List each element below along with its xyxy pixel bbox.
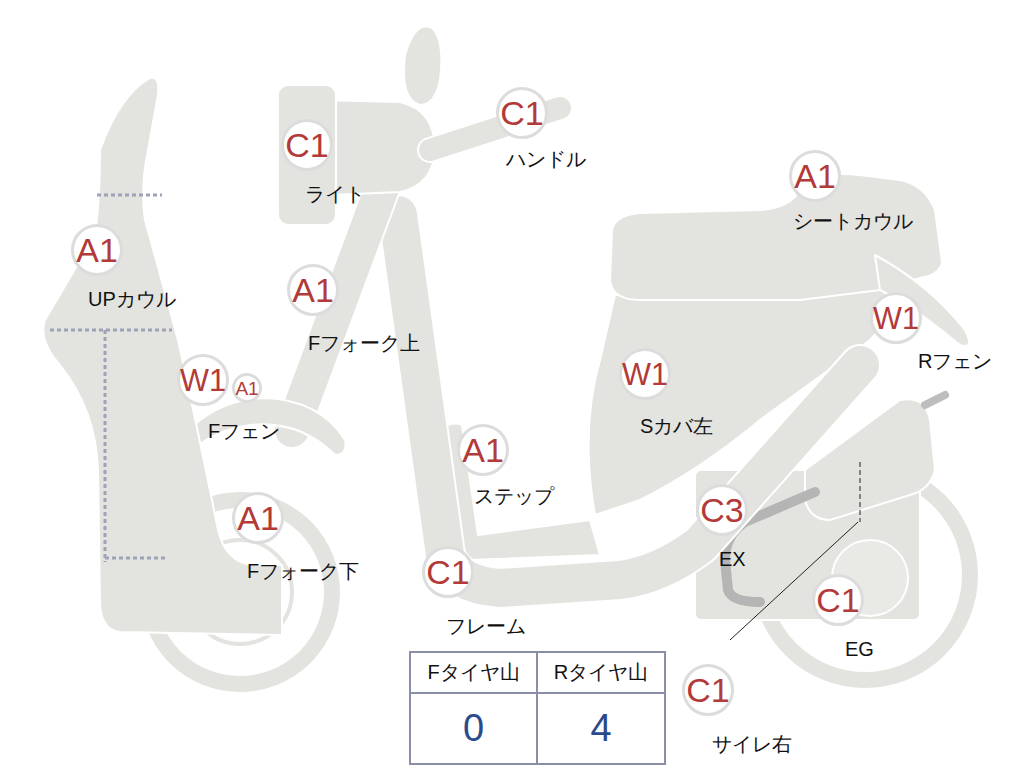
table-header: Rタイヤ山 [537, 652, 665, 693]
grade-circle: C1ハンドル [496, 87, 548, 139]
panel-line [105, 557, 168, 560]
grade-circle: A1UPカウル [71, 224, 123, 276]
part-name: Fフォーク下 [247, 560, 359, 582]
table-value: 0 [410, 693, 537, 764]
table-value: 4 [537, 693, 665, 764]
muffler-tip [925, 395, 945, 405]
grade-code: A1 [232, 492, 284, 544]
part-name: EX [719, 548, 746, 570]
grade-code: C1 [281, 119, 333, 171]
part-name: ハンドル [506, 148, 586, 170]
frame [398, 215, 860, 588]
mirror [404, 27, 441, 105]
part-name: UPカウル [88, 288, 176, 310]
part-name: サイレ右 [712, 733, 792, 755]
leader-line [860, 462, 861, 522]
part-name: Sカバ左 [640, 415, 713, 437]
grade-code: W1 [619, 348, 671, 400]
part-name: Rフェン [918, 350, 992, 372]
grade-circle: A1 [232, 373, 262, 403]
grade-circle: A1ステップ [457, 424, 509, 476]
grade-circle: C3EX [696, 484, 748, 536]
grade-circle: W1Rフェン [870, 292, 922, 344]
part-name: ステップ [474, 485, 554, 507]
grade-circle: C1フレーム [422, 546, 474, 598]
grade-code: C3 [696, 484, 748, 536]
table-header: Fタイヤ山 [410, 652, 537, 693]
panel-line [104, 330, 107, 562]
grade-code: A1 [789, 150, 841, 202]
part-name: フレーム [446, 615, 526, 637]
part-name: Fフェン [208, 420, 280, 442]
panel-line [50, 329, 172, 332]
grade-code: C1 [812, 574, 864, 626]
grade-code: A1 [287, 264, 339, 316]
part-name: Fフォーク上 [308, 332, 420, 354]
grade-code: A1 [232, 373, 262, 403]
part-name: ライト [305, 183, 365, 205]
grade-code: C1 [422, 546, 474, 598]
grade-circle: C1サイレ右 [682, 664, 734, 716]
panel-line [97, 194, 162, 197]
grade-code: W1 [870, 292, 922, 344]
grade-circle: C1EG [812, 574, 864, 626]
front-cowl [43, 78, 282, 635]
frame-outline [398, 215, 860, 588]
grade-circle: C1ライト [281, 119, 333, 171]
grade-code: W1 [177, 354, 229, 406]
grade-code: A1 [71, 224, 123, 276]
part-name: EG [845, 638, 874, 660]
grade-code: C1 [496, 87, 548, 139]
tread-table [410, 652, 665, 764]
part-name: シートカウル [793, 210, 913, 232]
grade-code: C1 [682, 664, 734, 716]
grade-circle: A1シートカウル [789, 150, 841, 202]
grade-circle: A1Fフォーク上 [287, 264, 339, 316]
table-rule [536, 652, 538, 764]
grade-circle: W1Sカバ左 [619, 348, 671, 400]
grade-circle: A1Fフォーク下 [232, 492, 284, 544]
grade-circle: W1Fフェン [177, 354, 229, 406]
grade-code: A1 [457, 424, 509, 476]
